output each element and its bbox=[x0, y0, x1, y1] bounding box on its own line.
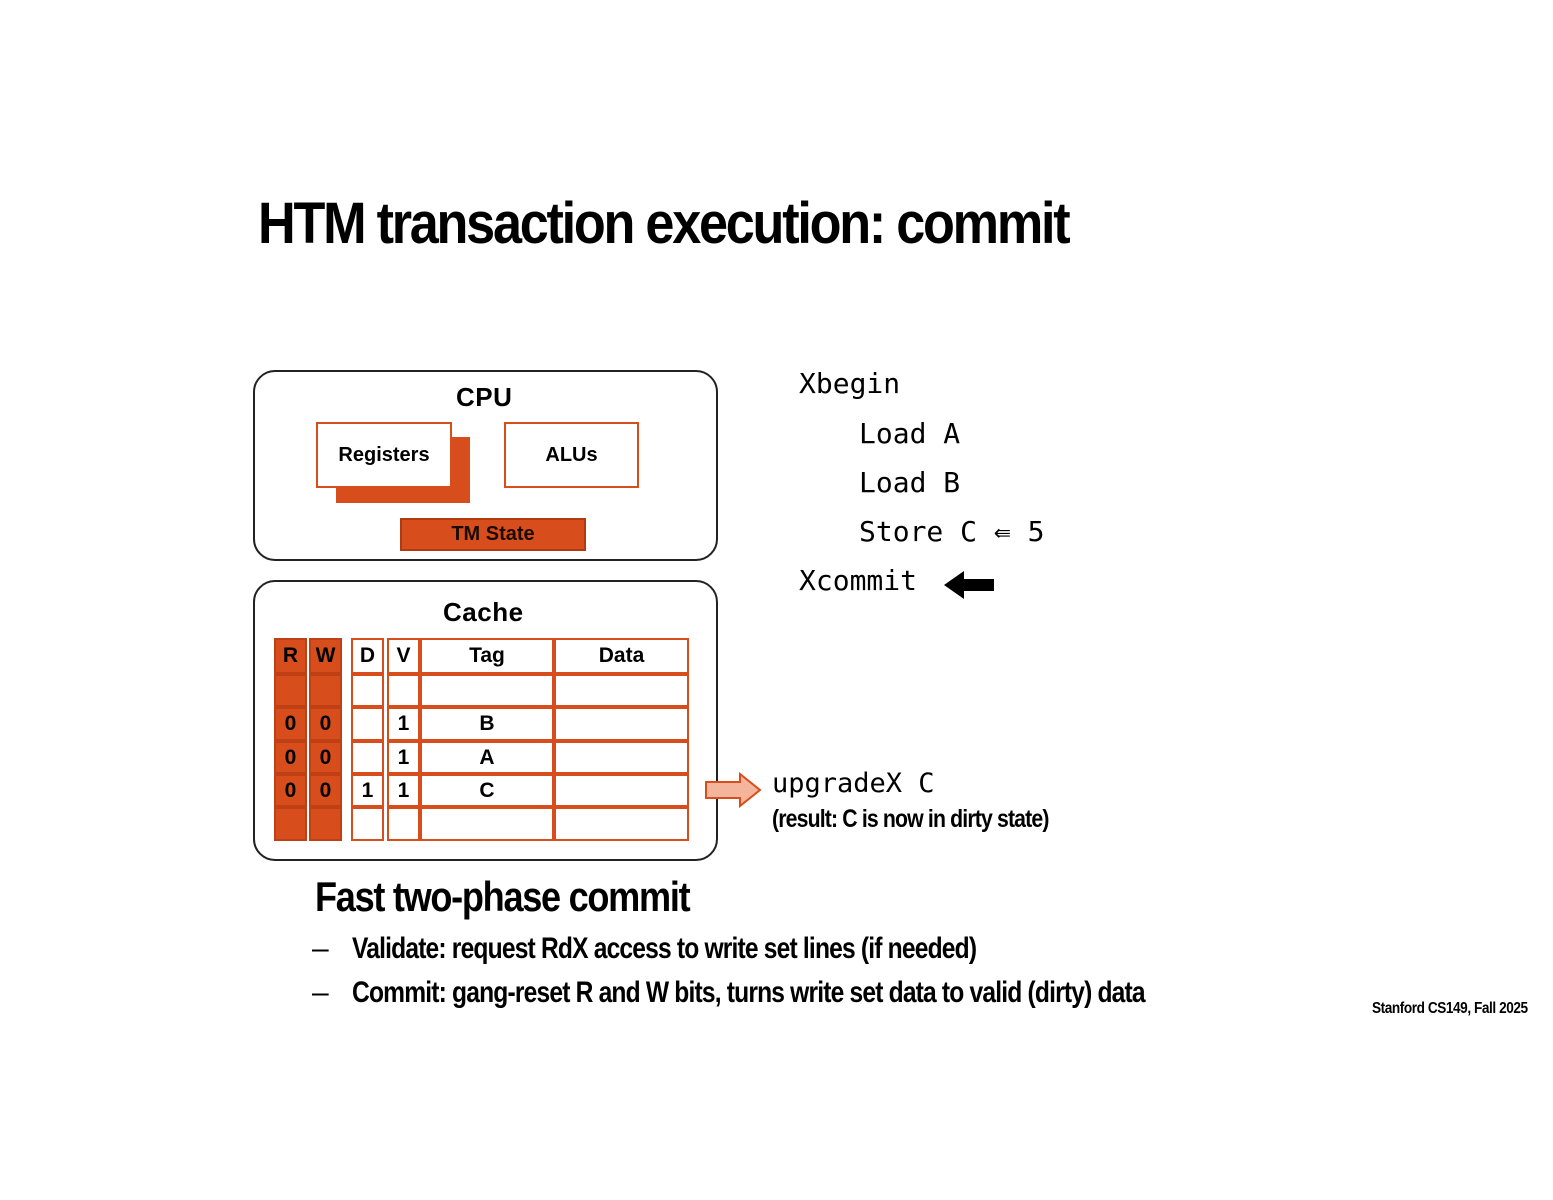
bullet-validate-text: Validate: request RdX access to write se… bbox=[352, 932, 977, 965]
cache-cell-w bbox=[309, 807, 342, 841]
cache-cell-tag: A bbox=[420, 741, 554, 774]
upgrade-result: (result: C is now in dirty state) bbox=[772, 805, 1049, 833]
tm-state-box: TM State bbox=[400, 518, 586, 551]
upgrade-command: upgradeX C bbox=[772, 768, 935, 799]
cache-label: Cache bbox=[443, 597, 524, 627]
cache-header-w: W bbox=[309, 638, 342, 674]
cache-cell-d bbox=[351, 741, 384, 774]
code-line: Load A bbox=[859, 417, 961, 450]
cache-cell-data bbox=[554, 807, 689, 841]
cache-header-r: R bbox=[274, 638, 307, 674]
code-line: Store C ⇚ 5 bbox=[859, 515, 1045, 548]
cache-cell-tag bbox=[420, 807, 554, 841]
cache-header-tag: Tag bbox=[420, 638, 554, 674]
bullet-dash: – bbox=[312, 976, 329, 1009]
cache-cell-data bbox=[554, 674, 689, 707]
cache-cell-w: 0 bbox=[309, 707, 342, 741]
cache-cell-d: 1 bbox=[351, 774, 384, 807]
upgrade-arrow-icon bbox=[705, 772, 762, 808]
alus-box: ALUs bbox=[504, 422, 639, 488]
code-line: Load B bbox=[859, 466, 961, 499]
bullet-commit-text: Commit: gang-reset R and W bits, turns w… bbox=[352, 976, 1146, 1009]
cache-cell-w bbox=[309, 674, 342, 707]
registers-box: Registers bbox=[316, 422, 452, 488]
commit-heading: Fast two-phase commit bbox=[315, 873, 691, 920]
cache-cell-data bbox=[554, 741, 689, 774]
cache-cell-tag: B bbox=[420, 707, 554, 741]
footer-credit: Stanford CS149, Fall 2025 bbox=[1372, 1000, 1528, 1017]
cache-cell-d bbox=[351, 707, 384, 741]
cache-header-data: Data bbox=[554, 638, 689, 674]
cache-cell-r bbox=[274, 807, 307, 841]
cache-cell-r: 0 bbox=[274, 707, 307, 741]
cache-cell-r: 0 bbox=[274, 774, 307, 807]
cache-header-d: D bbox=[351, 638, 384, 674]
cache-cell-r: 0 bbox=[274, 741, 307, 774]
cache-cell-d bbox=[351, 807, 384, 841]
cache-cell-w: 0 bbox=[309, 774, 342, 807]
code-line: Xcommit bbox=[799, 564, 918, 597]
cache-cell-tag: C bbox=[420, 774, 554, 807]
cache-cell-v: 1 bbox=[387, 707, 420, 741]
cache-cell-tag bbox=[420, 674, 554, 707]
cpu-label: CPU bbox=[456, 382, 513, 412]
bullet-dash: – bbox=[312, 932, 329, 965]
cache-cell-v: 1 bbox=[387, 774, 420, 807]
cache-cell-v bbox=[387, 674, 420, 707]
slide-title: HTM transaction execution: commit bbox=[258, 191, 1071, 256]
cache-header-v: V bbox=[387, 638, 420, 674]
cache-cell-r bbox=[274, 674, 307, 707]
cache-cell-data bbox=[554, 707, 689, 741]
current-line-arrow-icon bbox=[944, 571, 994, 599]
cache-cell-v: 1 bbox=[387, 741, 420, 774]
cache-cell-d bbox=[351, 674, 384, 707]
cache-cell-w: 0 bbox=[309, 741, 342, 774]
cache-cell-v bbox=[387, 807, 420, 841]
code-line: Xbegin bbox=[799, 367, 901, 400]
cache-cell-data bbox=[554, 774, 689, 807]
